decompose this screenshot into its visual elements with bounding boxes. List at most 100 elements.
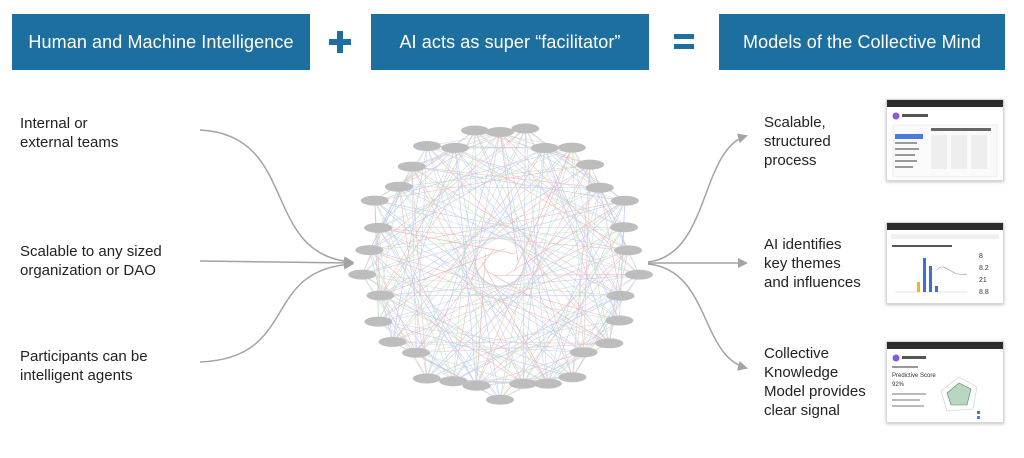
network-edge [369, 200, 625, 251]
network-edge [452, 130, 476, 382]
network-node [355, 245, 384, 256]
network-edge [572, 164, 591, 378]
network-edge [398, 186, 454, 382]
network-edge [454, 147, 629, 251]
network-node [610, 222, 639, 233]
svg-text:Predictive Score: Predictive Score [892, 373, 936, 379]
network-edge [547, 200, 626, 384]
network-edge [499, 147, 573, 400]
output-label-signal: Collective Knowledge Model provides clea… [764, 344, 866, 420]
network-node [439, 376, 468, 387]
network-edge [374, 200, 477, 386]
network-node [462, 380, 491, 391]
network-node [360, 195, 389, 206]
label-line: Scalable, [764, 114, 826, 131]
thumbnail-signal-radar: Predictive Score 92% [886, 341, 1004, 423]
network-edge [380, 295, 548, 384]
network-edge [392, 341, 584, 353]
network-node [509, 378, 538, 389]
network-edge [378, 321, 584, 353]
network-edge [378, 227, 629, 251]
header-ai-facilitator: AI acts as super “facilitator” [371, 14, 649, 70]
network-node [486, 127, 514, 137]
network-node [397, 161, 426, 172]
equals-icon [664, 14, 704, 70]
network-edge [454, 147, 584, 353]
network-edge [377, 227, 584, 353]
network-edge [361, 274, 417, 353]
network-edge [454, 147, 501, 400]
network-node [441, 142, 470, 153]
network-edge [392, 341, 610, 344]
network-edge [374, 200, 379, 322]
thumbnail-content [892, 112, 998, 178]
network-edge [599, 187, 621, 296]
label-line: Internal or [20, 115, 88, 132]
label-line: AI identifies [764, 236, 842, 253]
network-edge [499, 227, 625, 400]
network-edge [415, 200, 626, 353]
label-line: clear signal [764, 402, 840, 419]
network-edge [398, 186, 600, 189]
network-edge [378, 147, 573, 322]
network-edge [415, 342, 610, 354]
network-node [614, 245, 643, 256]
label-line: key themes [764, 255, 841, 272]
network-edge [380, 186, 400, 296]
network-edge [522, 227, 625, 384]
network-edge [374, 147, 456, 201]
network-edge [380, 130, 476, 296]
network-node [533, 378, 562, 389]
network-node [461, 125, 490, 136]
network-edge [571, 147, 610, 344]
thumbnail-themes-chart: 8 8.2 21 8.8 [886, 222, 1004, 304]
header-label: Human and Machine Intelligence [28, 31, 294, 52]
thumbnail-content: 8 8.2 21 8.8 [891, 234, 999, 296]
network-edge [426, 145, 620, 321]
network-edge [426, 145, 501, 400]
network-edge [378, 130, 476, 322]
network-node [569, 347, 598, 358]
network-edge [619, 227, 625, 321]
network-node [413, 141, 442, 152]
network-edge [361, 131, 501, 275]
network-edge [378, 321, 573, 378]
network-edge [411, 166, 524, 384]
label-line: structured [764, 133, 831, 150]
network-edge [452, 187, 601, 382]
network-edge [583, 274, 640, 353]
header-models-collective-mind: Models of the Collective Mind [719, 14, 1005, 70]
network-edge [398, 186, 573, 378]
svg-text:8.8: 8.8 [979, 289, 989, 296]
network-node [486, 394, 514, 405]
arrow-output-1 [647, 133, 748, 263]
network-edge [374, 200, 629, 251]
network-edge [514, 147, 573, 271]
header-label: AI acts as super “facilitator” [399, 31, 621, 52]
output-label-themes: AI identifies key themes and influences [764, 235, 861, 292]
network-edge [362, 200, 625, 275]
network-edge [377, 227, 477, 386]
network-node [585, 182, 614, 193]
network-edge [415, 226, 625, 354]
network-edge [411, 166, 428, 379]
network-edge [374, 147, 572, 201]
network-edge [525, 128, 621, 296]
network-edge [380, 248, 506, 296]
network-edge [415, 320, 620, 354]
network-edge [499, 131, 519, 263]
network-edge [583, 164, 591, 353]
network-edge [499, 250, 629, 400]
network-node [511, 123, 540, 134]
network-edge [522, 128, 526, 384]
network-edge [415, 248, 495, 353]
network-edge [369, 166, 412, 251]
network-edge [494, 274, 640, 276]
label-line: Model provides [764, 383, 866, 400]
arrow-input-1 [199, 129, 354, 267]
network-node [401, 347, 430, 358]
svg-text:21: 21 [979, 277, 987, 284]
input-label-scalable: Scalable to any sized organization or DA… [20, 242, 162, 280]
network-graph [348, 123, 654, 405]
header-human-machine-intelligence: Human and Machine Intelligence [12, 14, 310, 70]
